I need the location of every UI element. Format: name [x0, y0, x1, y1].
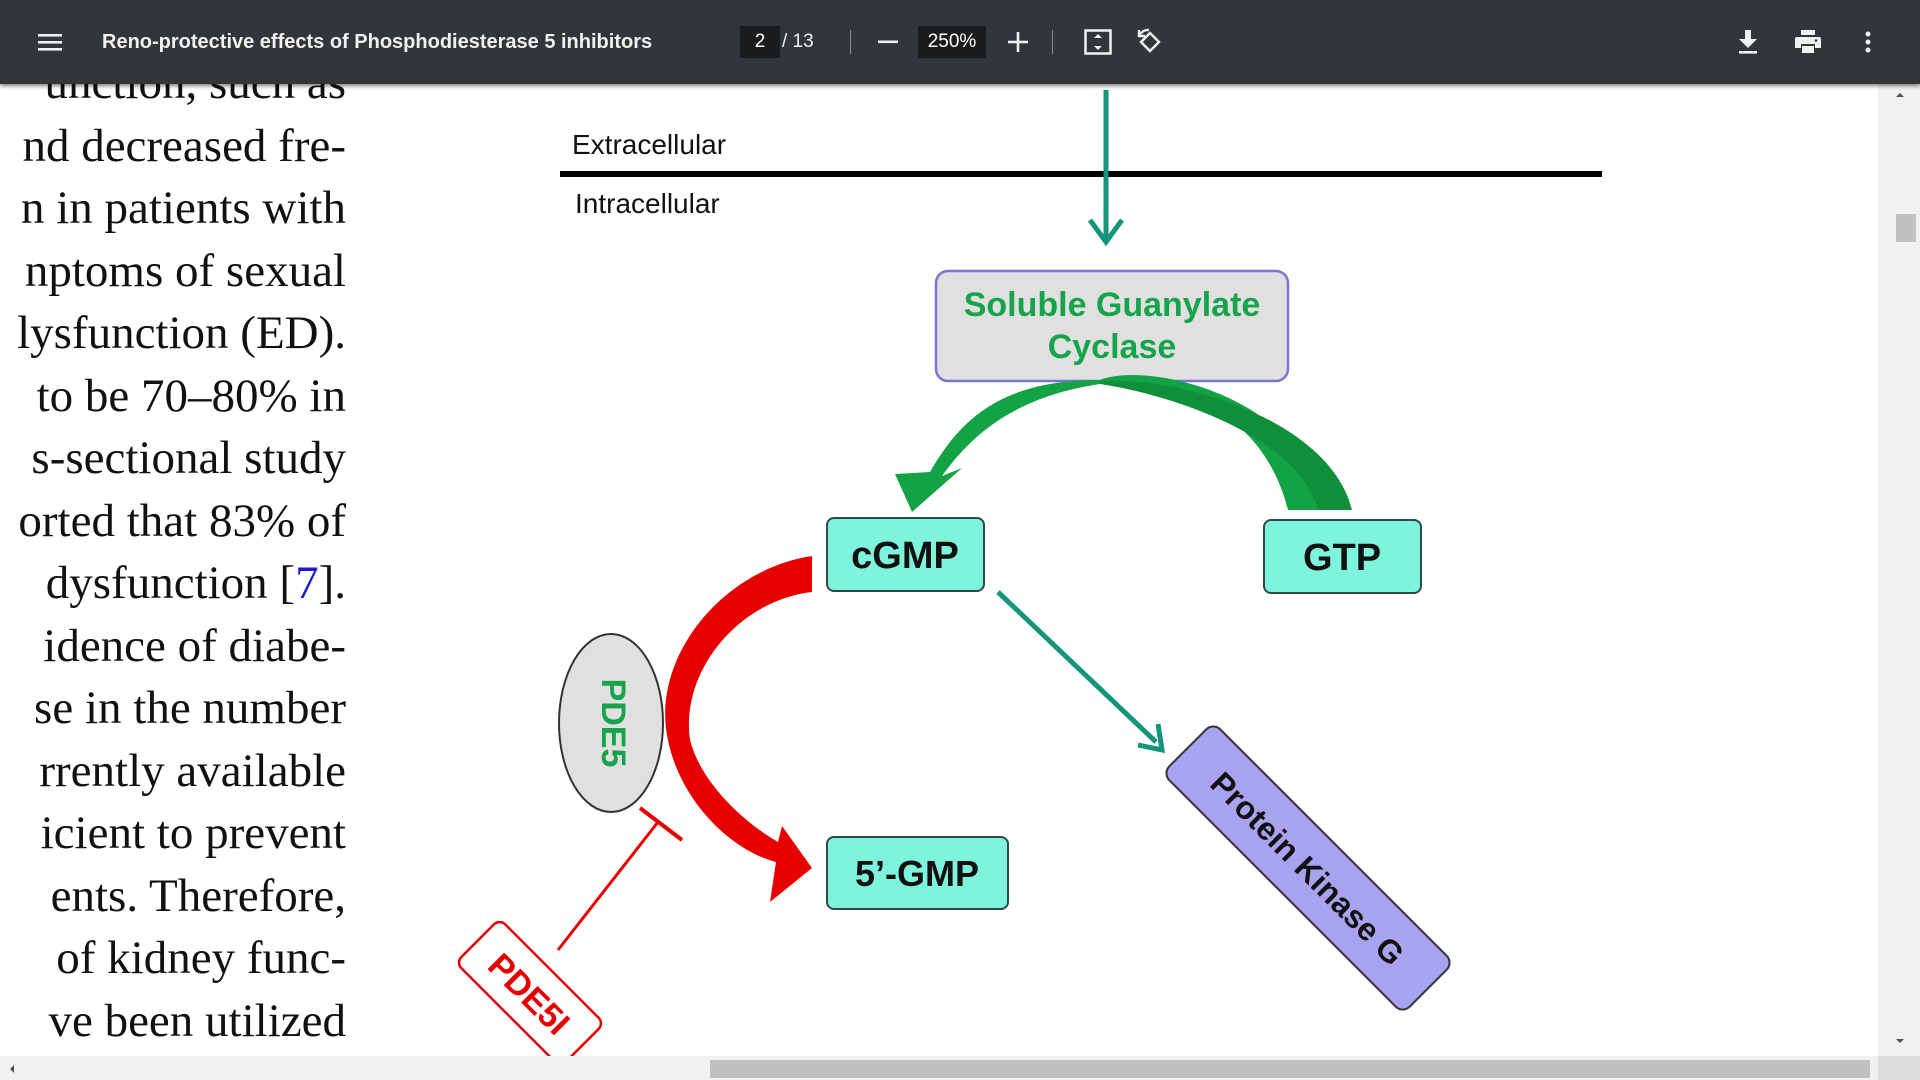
print-icon[interactable] [1788, 22, 1828, 62]
plus-icon[interactable] [998, 22, 1038, 62]
pde5i-box: PDE5I [457, 920, 603, 1056]
body-line: se in the number [34, 682, 346, 734]
gtp-box [1263, 519, 1422, 594]
vertical-scroll-thumb[interactable] [1896, 214, 1916, 242]
extracellular-label: Extracellular [572, 129, 726, 160]
horizontal-scroll-thumb[interactable] [710, 1060, 1870, 1078]
zoom-level-input[interactable]: 250% [918, 26, 986, 58]
pdf-page: unction, such as nd decreased fre- n in … [0, 84, 1878, 1056]
body-text-column: unction, such as nd decreased fre- n in … [17, 84, 346, 1052]
scroll-up-icon[interactable] [1894, 88, 1906, 100]
pde5-label: PDE5 [594, 679, 632, 768]
toolbar-divider [1052, 30, 1053, 54]
download-icon[interactable] [1728, 22, 1768, 62]
cgmp-to-pkg-arrow-head [1137, 723, 1166, 754]
sgc-label-line2: Cyclase [1048, 328, 1177, 366]
body-line: unction, such as [17, 84, 346, 115]
pathway-figure: Extracellular Intracellular Soluble Guan… [457, 90, 1602, 1056]
reference-link[interactable]: 7 [295, 557, 319, 609]
vertical-scrollbar[interactable] [1878, 84, 1920, 1056]
ref-suffix: ]. [318, 557, 346, 609]
body-line: idence of diabe- [43, 619, 346, 672]
body-line: to be 70–80% in [36, 369, 346, 422]
page-total: / 13 [782, 31, 814, 52]
sgc-label-line1: Soluble Guanylate [964, 286, 1261, 324]
inhibition-line [556, 821, 660, 951]
body-line: ents. Therefore, [50, 869, 346, 922]
signal-arrow-head [1087, 218, 1125, 247]
gtp-label: GTP [1303, 537, 1381, 579]
cgmp-box [826, 517, 985, 592]
intracellular-label: Intracellular [575, 188, 720, 219]
body-line-with-ref: dysfunction [7]. [17, 552, 346, 615]
menu-icon[interactable] [30, 22, 70, 62]
toolbar-divider [850, 30, 851, 54]
page-number-input[interactable]: 2 [740, 26, 780, 58]
body-line: rrently available [39, 744, 346, 797]
rotate-icon[interactable] [1130, 22, 1170, 62]
minus-icon[interactable] [868, 22, 908, 62]
pdf-toolbar: Reno-protective effects of Phosphodieste… [0, 0, 1920, 84]
pkg-box: Protein Kinase G [1165, 725, 1451, 1011]
body-line: dysfunction [ [45, 557, 296, 609]
cgmp-to-5gmp-arrow [665, 556, 812, 902]
fit-to-page-icon[interactable] [1078, 22, 1118, 62]
cgmp-label: cGMP [851, 535, 959, 577]
body-line: n in patients with [20, 182, 346, 234]
body-line: of kidney func- [56, 932, 346, 984]
inhibition-bar [638, 806, 684, 842]
5gmp-box [826, 836, 1009, 910]
body-line: s-sectional study [31, 432, 346, 484]
gtp-to-cgmp-arrow [895, 375, 1320, 512]
scroll-down-icon[interactable] [1894, 1034, 1906, 1046]
pde5-ellipse [558, 633, 664, 813]
gtp-arrow-tail [1100, 380, 1352, 510]
scrollbar-corner [1878, 1056, 1920, 1080]
body-line: ve been utilized [48, 994, 346, 1047]
document-title: Reno-protective effects of Phosphodieste… [102, 31, 653, 53]
scroll-left-icon[interactable] [6, 1062, 18, 1074]
pkg-label: Protein Kinase G [1203, 765, 1411, 973]
body-line: lysfunction (ED). [17, 307, 346, 359]
more-vert-icon[interactable] [1848, 22, 1888, 62]
5gmp-label: 5’-GMP [855, 853, 979, 894]
cgmp-to-pkg-arrow [996, 590, 1158, 744]
body-line: icient to prevent [40, 807, 346, 859]
body-line: nptoms of sexual [24, 244, 346, 297]
body-line: orted that 83% of [18, 494, 346, 547]
body-line: nd decreased fre- [22, 119, 346, 172]
